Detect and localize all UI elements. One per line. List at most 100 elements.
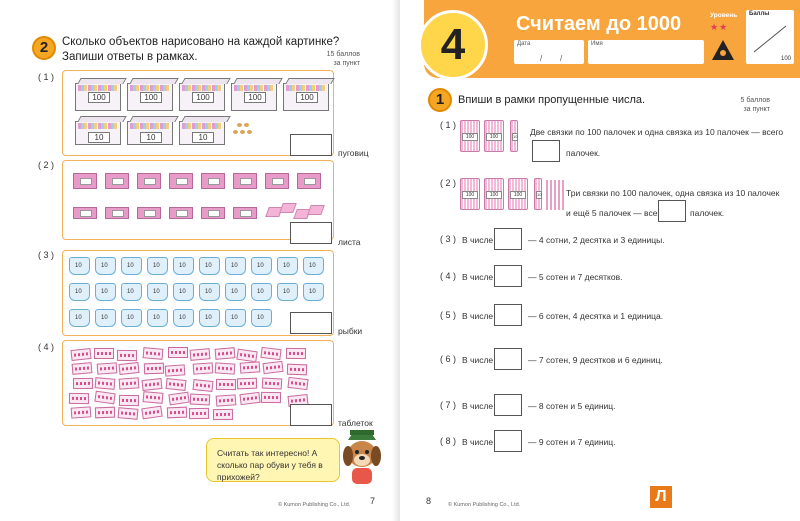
fish-jar: 10 (199, 257, 220, 275)
question-text-right: Впиши в рамки пропущенные числа. (458, 94, 646, 106)
unit-label-2: листа (338, 237, 361, 247)
answer-box-item-4[interactable] (494, 265, 522, 287)
fish-jar-label: 10 (179, 263, 186, 269)
button-box: 100 (75, 78, 127, 111)
answer-box-1[interactable] (290, 134, 332, 156)
answer-box-item-7[interactable] (494, 394, 522, 416)
fish-jar: 10 (121, 309, 142, 327)
fish-jar: 10 (199, 283, 220, 301)
button-box-small: 10 (179, 116, 231, 145)
fish-jar: 10 (277, 283, 298, 301)
pill-pack (94, 377, 116, 390)
score-label: Баллы (749, 11, 770, 17)
button-box: 100 (179, 78, 231, 111)
fish-jar-label: 10 (309, 289, 316, 295)
pill-pack (70, 347, 92, 362)
fish-jar-label: 10 (205, 315, 212, 321)
bubble-text: Считать так интересно! А сколько пар обу… (217, 448, 323, 482)
item-3-text: — 4 сотни, 2 десятка и 3 единицы. (528, 235, 665, 245)
pill-pack (215, 378, 237, 391)
item-1-text: Две связки по 100 палочек и одна связка … (530, 127, 784, 137)
pill-pack (192, 378, 214, 393)
answer-box-item-2[interactable] (658, 200, 686, 222)
fish-jar-label: 10 (205, 263, 212, 269)
pill-pack (212, 408, 234, 421)
level-label: Уровень (710, 12, 738, 19)
pill-pack (168, 391, 190, 406)
answer-box-3[interactable] (290, 312, 332, 334)
fish-jar: 10 (173, 309, 194, 327)
pill-pack (261, 377, 283, 390)
fish-jar-label: 10 (231, 315, 238, 321)
item-5-text: — 6 сотен, 4 десятка и 1 единица. (528, 311, 664, 321)
answer-box-4[interactable] (290, 404, 332, 426)
item-7-label: ( 7 ) (440, 400, 457, 410)
item-8-prefix: В числе (462, 437, 494, 447)
fish-jar-label: 10 (257, 315, 264, 321)
pill-pack (192, 362, 214, 375)
item-8-label: ( 8 ) (440, 436, 457, 446)
pill-pack (142, 391, 164, 404)
fish-jar-label: 10 (231, 289, 238, 295)
stick-bundle-10: 10 (534, 178, 542, 210)
unit-label-1: пуговиц (338, 148, 369, 158)
pill-pack (236, 377, 258, 390)
answer-box-item-6[interactable] (494, 348, 522, 370)
stick-bundle-100: 100 (460, 120, 480, 152)
section-2-label: ( 2 ) (38, 160, 55, 170)
question-number-1: 1 (428, 88, 452, 112)
pill-pack (72, 377, 94, 390)
fish-jar: 10 (121, 257, 142, 275)
pill-pack (168, 347, 188, 358)
pill-pack (143, 362, 165, 375)
fish-jar: 10 (199, 309, 220, 327)
pill-pack (94, 348, 114, 359)
item-2-text-c: палочек. (690, 208, 725, 218)
pill-pack (141, 405, 163, 420)
pill-pack (215, 394, 237, 407)
left-footer: © Kumon Publishing Co., Ltd. (278, 502, 351, 508)
pill-pack (286, 363, 308, 376)
score-field[interactable]: Баллы 100 (746, 10, 794, 64)
date-label: Дата (517, 41, 531, 47)
stick-bundle-10: 10 (510, 120, 518, 152)
answer-box-item-5[interactable] (494, 304, 522, 326)
fish-jar-label: 10 (75, 289, 82, 295)
fish-jar: 10 (251, 283, 272, 301)
fish-jar: 10 (303, 257, 324, 275)
fish-jar-label: 10 (179, 289, 186, 295)
fish-jar: 10 (251, 309, 272, 327)
publisher-logo-icon: Л (650, 486, 672, 508)
fish-jar: 10 (69, 309, 90, 327)
fish-jar: 10 (225, 283, 246, 301)
section-3-label: ( 3 ) (38, 250, 55, 260)
item-3-prefix: В числе (462, 235, 494, 245)
fish-jar-label: 10 (283, 289, 290, 295)
right-page: Считаем до 1000 Дата / / Имя Уровень ★★ … (400, 0, 800, 521)
name-label: Имя (591, 41, 603, 47)
fish-jar-label: 10 (127, 289, 134, 295)
name-field[interactable]: Имя (588, 40, 704, 64)
answer-box-item-1[interactable] (532, 140, 560, 162)
section-4-label: ( 4 ) (38, 342, 55, 352)
unit-label-3: рыбки (338, 326, 363, 336)
answer-box-2[interactable] (290, 222, 332, 244)
button-box: 100 (127, 78, 179, 111)
button-box: 100 (231, 78, 283, 111)
answer-box-item-3[interactable] (494, 228, 522, 250)
left-page-number: 7 (370, 496, 376, 506)
right-footer: © Kumon Publishing Co., Ltd. (448, 502, 521, 508)
pill-pack (189, 348, 211, 361)
fish-jar: 10 (225, 309, 246, 327)
item-4-text: — 5 сотен и 7 десятков. (528, 272, 623, 282)
answer-box-item-8[interactable] (494, 430, 522, 452)
fish-jar-label: 10 (101, 263, 108, 269)
pill-pack (165, 377, 187, 392)
fish-jar: 10 (121, 283, 142, 301)
item-7-prefix: В числе (462, 401, 494, 411)
item-5-label: ( 5 ) (440, 310, 457, 320)
fish-jar: 10 (147, 309, 168, 327)
date-field[interactable]: Дата / / (514, 40, 584, 64)
pill-pack (118, 377, 140, 390)
fish-jar: 10 (147, 283, 168, 301)
